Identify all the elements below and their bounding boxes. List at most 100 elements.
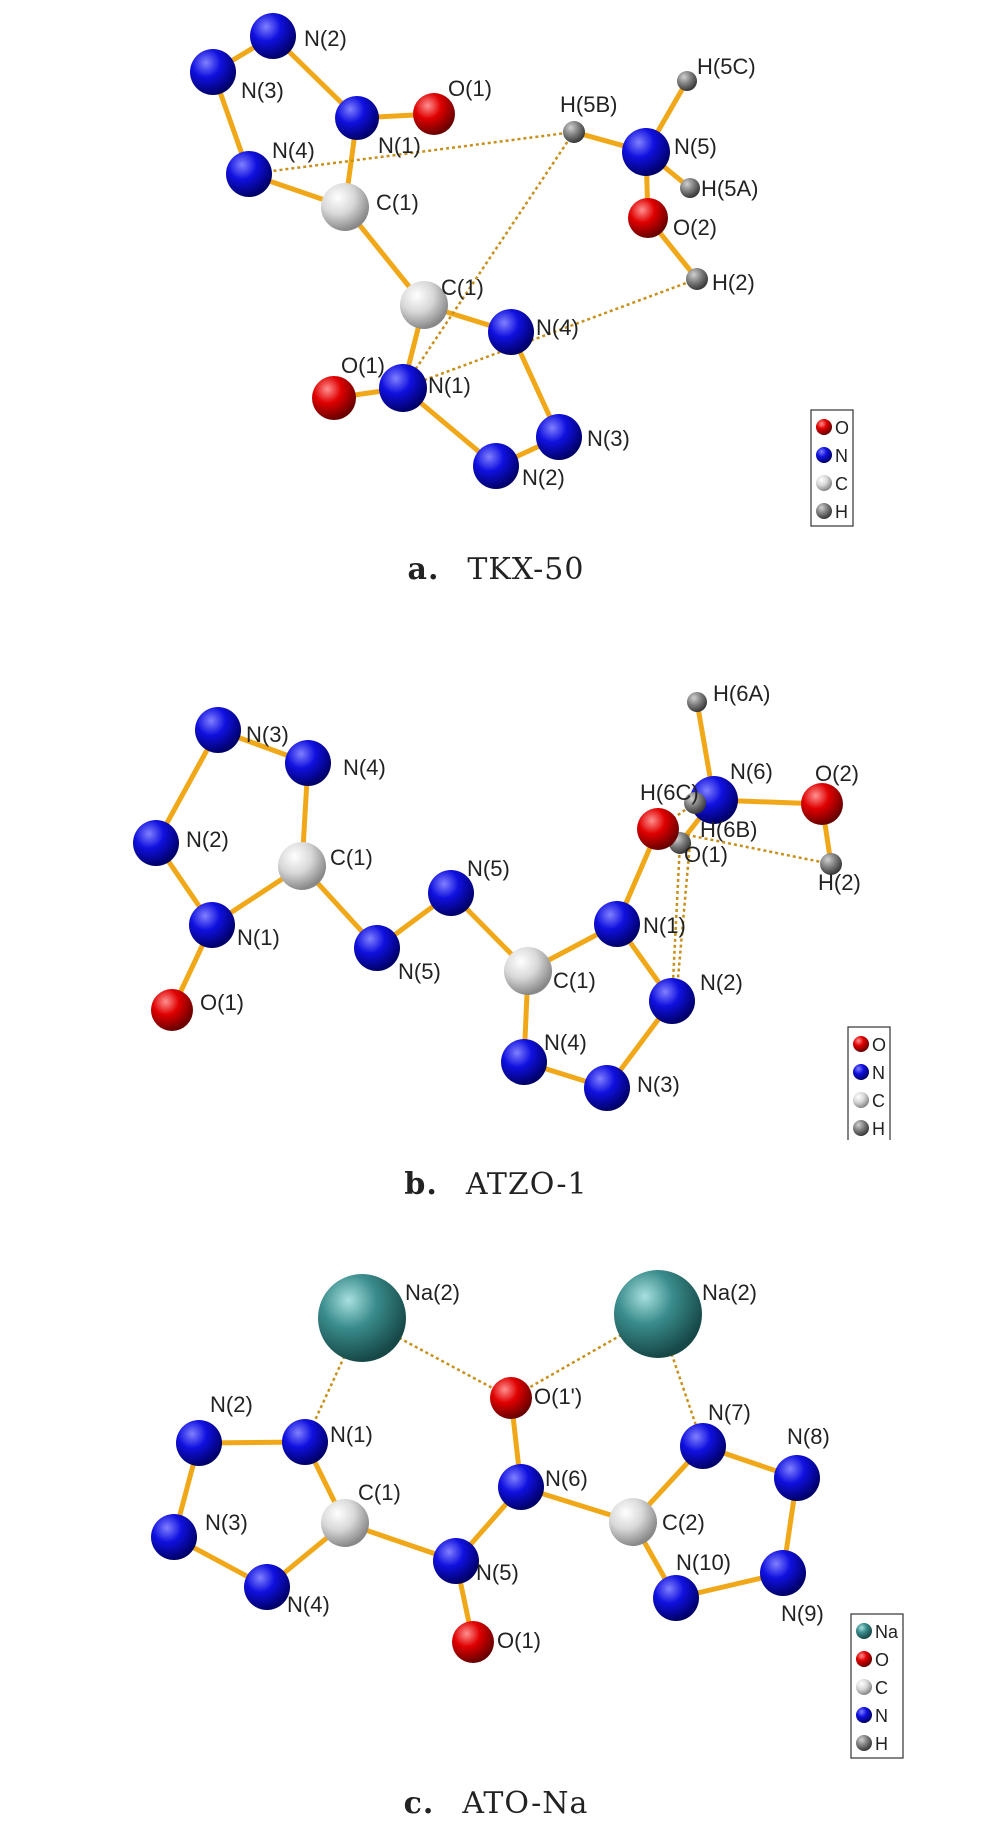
atom-n [176, 1420, 222, 1466]
legend-label: N [875, 1706, 888, 1726]
atom-label: H(5B) [560, 92, 617, 117]
atom-label: H(6A) [713, 681, 770, 706]
atom-label: N(3) [637, 1072, 680, 1097]
legend-swatch-o [853, 1036, 869, 1052]
legend-label: H [835, 502, 848, 522]
atom-label: N(2) [186, 827, 229, 852]
atom-n [653, 1575, 699, 1621]
atom-label: C(1) [553, 968, 596, 993]
atom-label: O(1') [534, 1384, 582, 1409]
atom-n [760, 1550, 806, 1596]
atom-label: C(1) [358, 1480, 401, 1505]
legend-label: N [835, 446, 848, 466]
atom-n [498, 1464, 544, 1510]
atom-n [244, 1564, 290, 1610]
atom-n [190, 49, 236, 95]
atom-n [649, 978, 695, 1024]
atom-label: N(2) [522, 465, 565, 490]
atom-n [335, 96, 379, 140]
atom-label: O(1) [684, 842, 728, 867]
atom-n [428, 870, 474, 916]
legend-swatch-c [856, 1679, 872, 1695]
atom-label: N(3) [205, 1510, 248, 1535]
atom-label: N(4) [343, 755, 386, 780]
atom-label: N(1) [330, 1422, 373, 1447]
atom-o [151, 989, 193, 1031]
atom-n [250, 13, 296, 59]
atom-label: H(5C) [697, 54, 756, 79]
atom-h [684, 792, 706, 814]
caption-letter: b. [404, 1167, 438, 1202]
structure-b: H(6A) N(6) O(2) H(6C) H(6B) H(2) N(3) N(… [133, 681, 891, 1140]
atom-label: Na(2) [405, 1280, 460, 1305]
atom-o [637, 808, 679, 850]
coordination-bond [361, 1316, 512, 1400]
atom-label: N(5) [674, 134, 717, 159]
atom-label: N(4) [536, 315, 579, 340]
atom-label: O(1) [497, 1628, 541, 1653]
atoms [151, 1270, 820, 1663]
atom-n [226, 151, 272, 197]
caption-letter: c. [403, 1786, 435, 1821]
legend-swatch-o [816, 419, 832, 435]
legend-swatch-h [856, 1735, 872, 1751]
atom-label: N(7) [708, 1400, 751, 1425]
atoms [133, 692, 843, 1111]
hydrogen-bonds [303, 1312, 705, 1447]
atom-na [318, 1274, 406, 1362]
atom-label: N(3) [246, 722, 289, 747]
atom-label: N(3) [241, 78, 284, 103]
legend-label: C [875, 1678, 888, 1698]
atom-n [473, 443, 519, 489]
coordination-bond [510, 1312, 659, 1400]
atom-label: N(5) [467, 856, 510, 881]
legend-swatch-na [856, 1623, 872, 1639]
atom-label: O(1) [341, 353, 385, 378]
legend-label: H [872, 1119, 885, 1139]
atom-c [400, 281, 448, 329]
atom-o [628, 198, 668, 238]
atom-n [433, 1538, 479, 1584]
caption-c: c.ATO-Na [0, 1786, 992, 1821]
atom-label: O(2) [673, 215, 717, 240]
atom-label: C(1) [376, 190, 419, 215]
legend-swatch-c [816, 475, 832, 491]
atom-label: H(6B) [700, 817, 757, 842]
atom-n [690, 776, 738, 824]
atom-label: N(1) [378, 133, 421, 158]
atom-label: H(5A) [701, 176, 758, 201]
atom-n [774, 1455, 820, 1501]
hydrogen-bond [402, 277, 698, 390]
legend-swatch-o [856, 1651, 872, 1667]
atom-o [452, 1621, 494, 1663]
atoms [190, 13, 708, 489]
atom-label: C(2) [662, 1510, 705, 1535]
legend-swatch-c [853, 1092, 869, 1108]
atom-n [501, 1039, 547, 1085]
atom-label: N(6) [730, 759, 773, 784]
atom-c [609, 1498, 657, 1546]
atom-label: H(6C) [640, 780, 699, 805]
caption-b: b. ATZO-1 [0, 1167, 992, 1202]
atom-n [536, 414, 582, 460]
caption-letter: a. [407, 552, 440, 587]
atom-label: N(9) [781, 1601, 824, 1626]
atom-n [195, 707, 241, 753]
atom-label: H(2) [712, 270, 755, 295]
atom-n [282, 1419, 328, 1465]
caption-name: TKX-50 [467, 552, 585, 587]
caption-name: ATZO-1 [465, 1167, 588, 1202]
panel-b: H(6A) N(6) O(2) H(6C) H(6B) H(2) N(3) N(… [0, 600, 992, 1140]
structure-c: Na(2) Na(2) O(1') N(2) N(1) N(6) N(7) N(… [151, 1270, 904, 1759]
atom-c [321, 1499, 369, 1547]
atom-label: N(2) [700, 970, 743, 995]
atom-n [622, 128, 670, 176]
panel-c: Na(2) Na(2) O(1') N(2) N(1) N(6) N(7) N(… [0, 1240, 992, 1780]
legend-swatch-h [816, 503, 832, 519]
atom-label: C(1) [330, 845, 373, 870]
atom-o [312, 376, 356, 420]
coordination-bond [656, 1313, 705, 1447]
atom-n [285, 740, 331, 786]
legend-swatch-h [853, 1120, 869, 1136]
atom-o [490, 1377, 532, 1419]
